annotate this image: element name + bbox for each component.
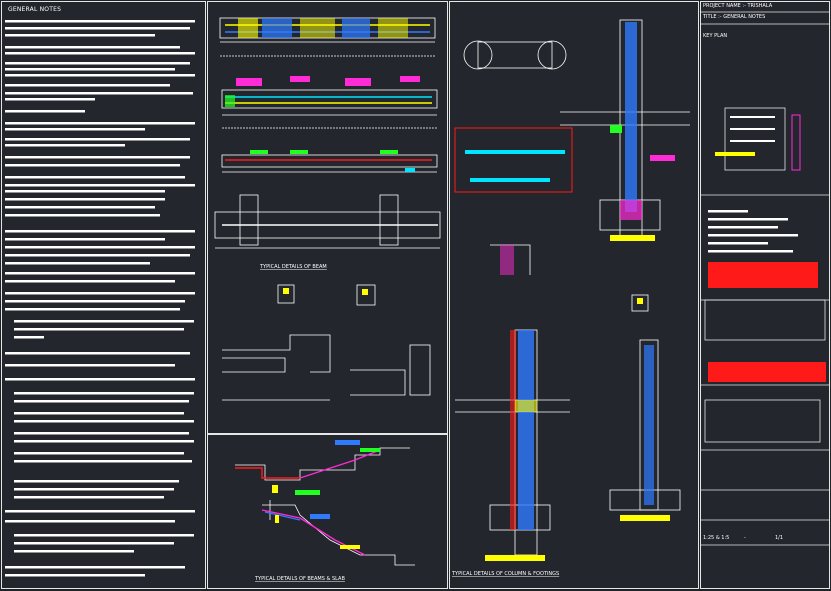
beam-caption: TYPICAL DETAILS OF BEAM (259, 264, 327, 270)
column-caption: TYPICAL DETAILS OF COLUMN & FOOTINGS (451, 571, 559, 577)
sheet-number: 1/1 (775, 535, 784, 541)
general-notes-title: GENERAL NOTES (8, 6, 62, 13)
title-block-panel (700, 1, 830, 589)
project-name-text: PROJECT NAME :- TRISHALA (703, 3, 773, 9)
drawing-title-text: TITLE :- GENERAL NOTES (703, 14, 766, 20)
scale-separator: - (744, 535, 746, 541)
key-plan-label: KEY PLAN (703, 33, 728, 39)
beams-slab-panel (207, 434, 448, 589)
beam-details-panel (207, 1, 448, 434)
column-footing-panel (449, 1, 699, 589)
scale-text: 1:25 & 1:5 (703, 535, 730, 541)
beams-slab-caption: TYPICAL DETAILS OF BEAMS & SLAB (254, 576, 345, 582)
